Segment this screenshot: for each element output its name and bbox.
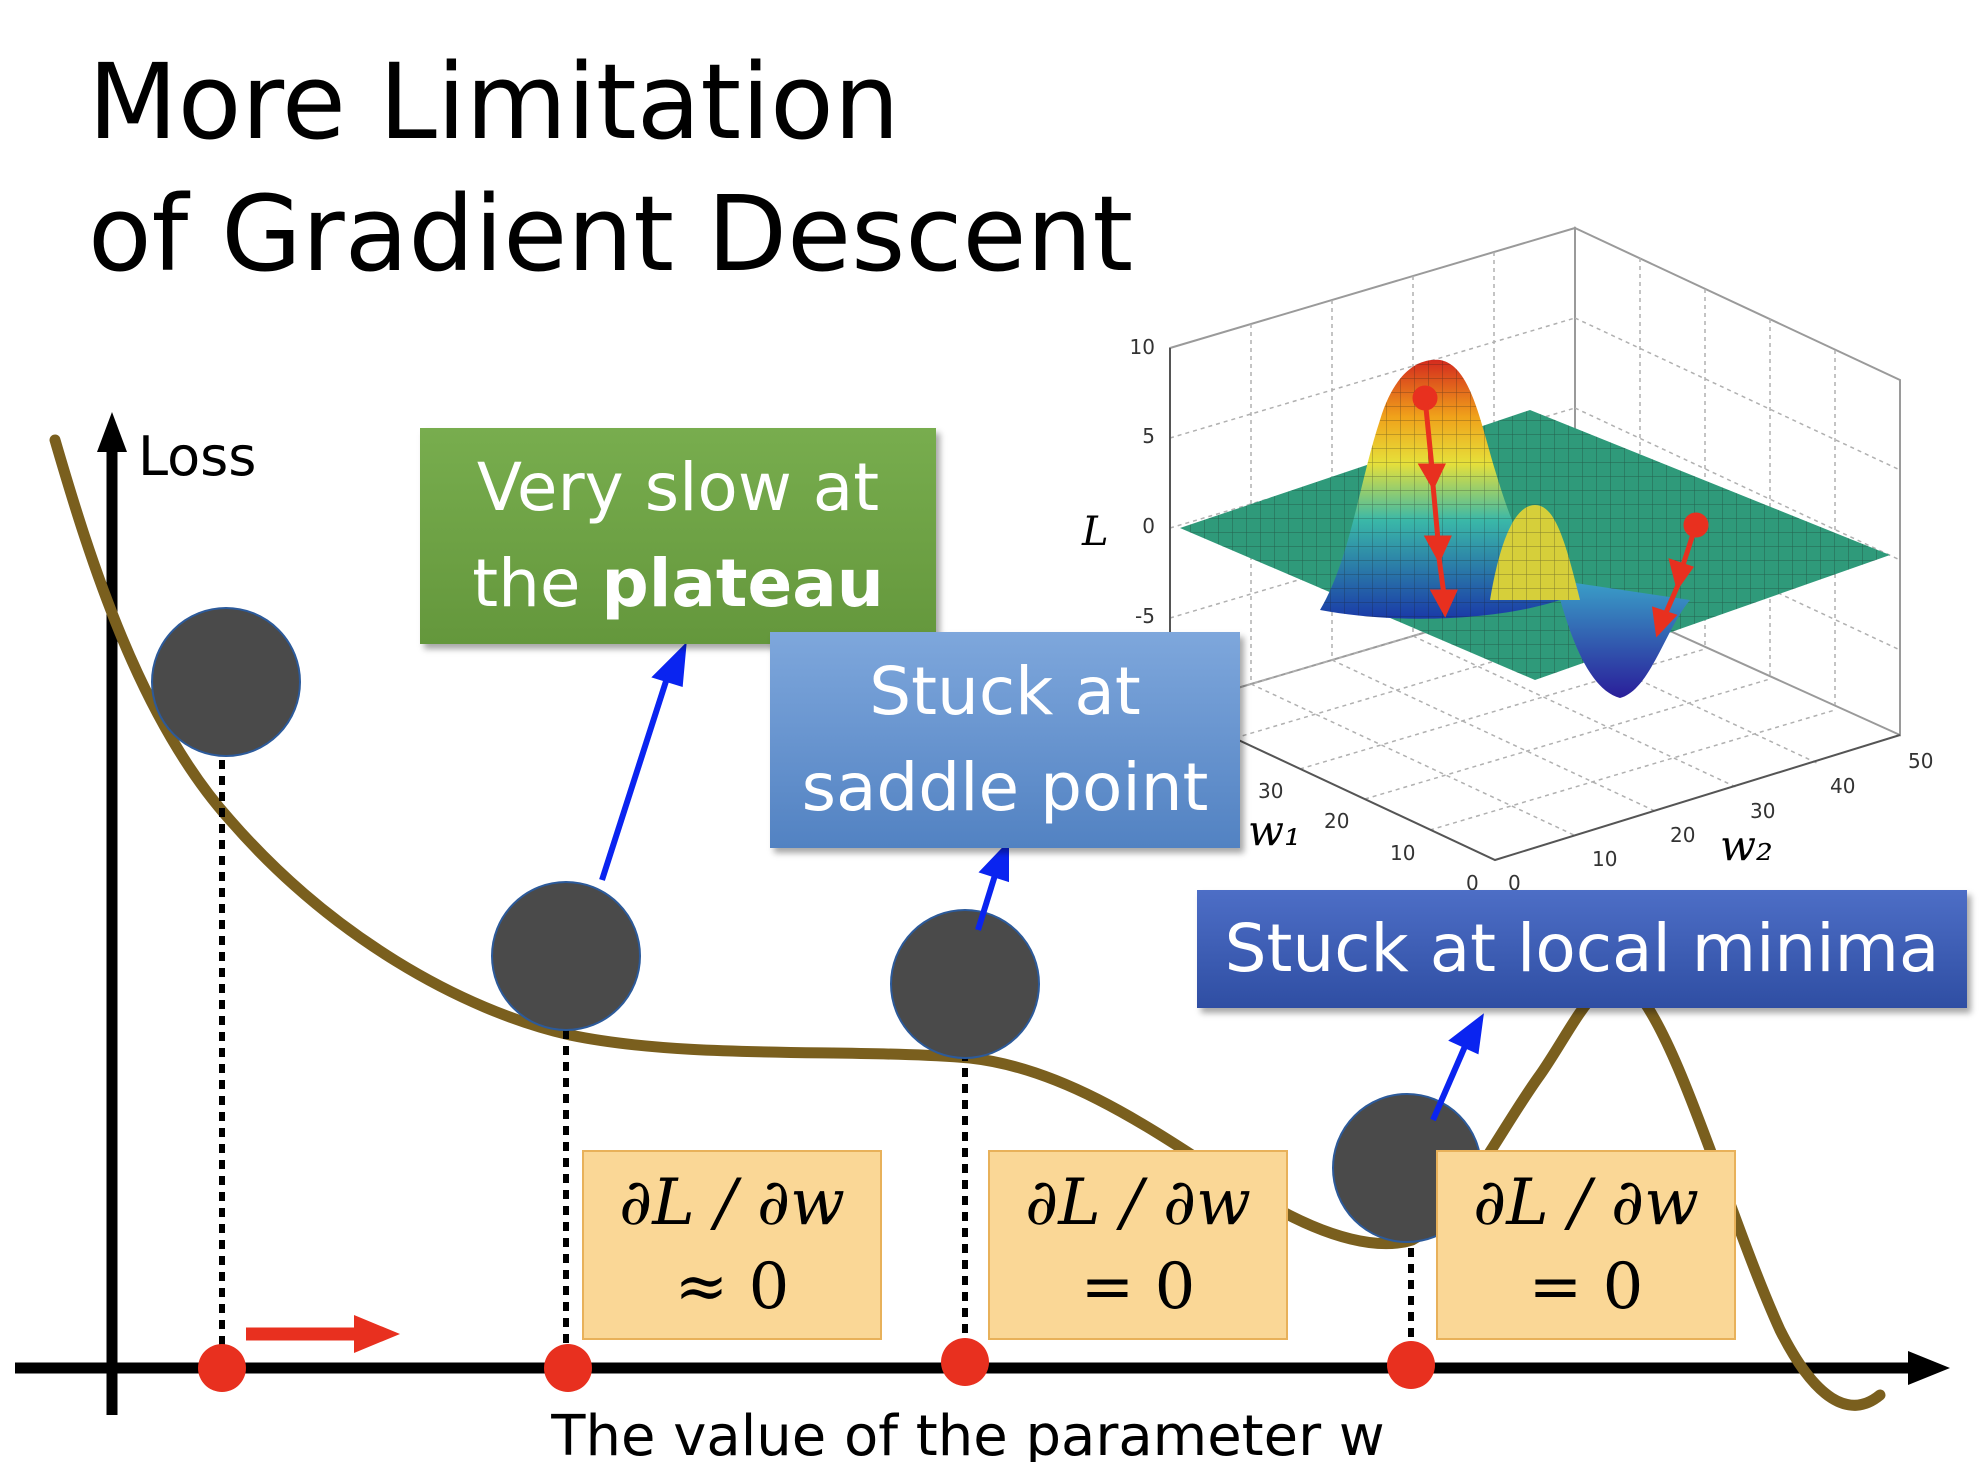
w2-tick: 40 [1830, 774, 1855, 798]
x-axis-arrowhead [1908, 1351, 1950, 1385]
axis-point [941, 1338, 989, 1386]
z-tick: 10 [1130, 335, 1155, 359]
w2-tick: 20 [1670, 823, 1695, 847]
saddle-callout-line1: Stuck at [869, 653, 1141, 730]
plateau-callout-bold: plateau [601, 545, 884, 622]
plateau-callout-line1: Very slow at [476, 449, 880, 526]
ball [491, 881, 641, 1031]
w1-axis-label: w₁ [1248, 806, 1301, 855]
derivative-expr: ∂L / ∂w [1473, 1166, 1699, 1240]
ball [890, 909, 1040, 1059]
y-axis-label: Loss [138, 425, 256, 488]
step-arrow [246, 1315, 400, 1353]
w2-tick: 50 [1908, 749, 1933, 773]
derivative-value: ≈ 0 [674, 1250, 790, 1324]
derivative-box-saddle: ∂L / ∂w = 0 [988, 1150, 1288, 1340]
saddle-callout: Stuck at saddle point [770, 632, 1240, 848]
ball [151, 607, 301, 757]
w2-tick: 30 [1750, 799, 1775, 823]
z-tick: 5 [1142, 424, 1155, 448]
title-line-1: More Limitation [88, 41, 900, 163]
axis-point [1387, 1341, 1435, 1389]
axis-point [198, 1344, 246, 1392]
axis-point [544, 1344, 592, 1392]
plateau-callout-prefix: the [472, 545, 602, 622]
y-axis-arrowhead [97, 412, 127, 452]
w1-tick: 10 [1390, 841, 1415, 865]
title-line-2: of Gradient Descent [88, 173, 1134, 295]
z-axis-label: L [1081, 509, 1109, 555]
z-tick: -5 [1135, 604, 1155, 628]
w1-tick: 20 [1324, 809, 1349, 833]
balls [151, 607, 1482, 1243]
w2-axis-label: w₂ [1720, 821, 1773, 870]
w1-tick: 30 [1258, 779, 1283, 803]
z-tick: 0 [1142, 514, 1155, 538]
local-minima-callout-text: Stuck at local minima [1224, 910, 1940, 987]
plateau-callout-line2: the plateau [472, 536, 884, 632]
drop-lines [219, 760, 1414, 1355]
derivative-expr: ∂L / ∂w [1025, 1166, 1251, 1240]
slide-title: More Limitation of Gradient Descent [88, 36, 1133, 300]
w1-tick: 0 [1466, 871, 1479, 895]
derivative-value: = 0 [1080, 1250, 1196, 1324]
plateau-callout: Very slow at the plateau [420, 428, 936, 644]
derivative-box-plateau: ∂L / ∂w ≈ 0 [582, 1150, 882, 1340]
derivative-value: = 0 [1528, 1250, 1644, 1324]
surface-plot: 10 5 0 -5 L 30 20 10 0 0 10 20 30 40 50 … [1081, 226, 1933, 895]
local-minima-callout: Stuck at local minima [1197, 890, 1967, 1008]
w2-tick: 10 [1592, 847, 1617, 871]
surface-descent-arrows [1412, 385, 1709, 638]
axis-points [198, 1338, 1435, 1392]
pointer-arrows [599, 642, 1484, 1122]
w2-tick: 0 [1508, 871, 1521, 895]
saddle-callout-line2: saddle point [801, 749, 1209, 826]
derivative-expr: ∂L / ∂w [619, 1166, 845, 1240]
x-axis-label: The value of the parameter w [550, 1404, 1384, 1462]
derivative-box-local-minima: ∂L / ∂w = 0 [1436, 1150, 1736, 1340]
